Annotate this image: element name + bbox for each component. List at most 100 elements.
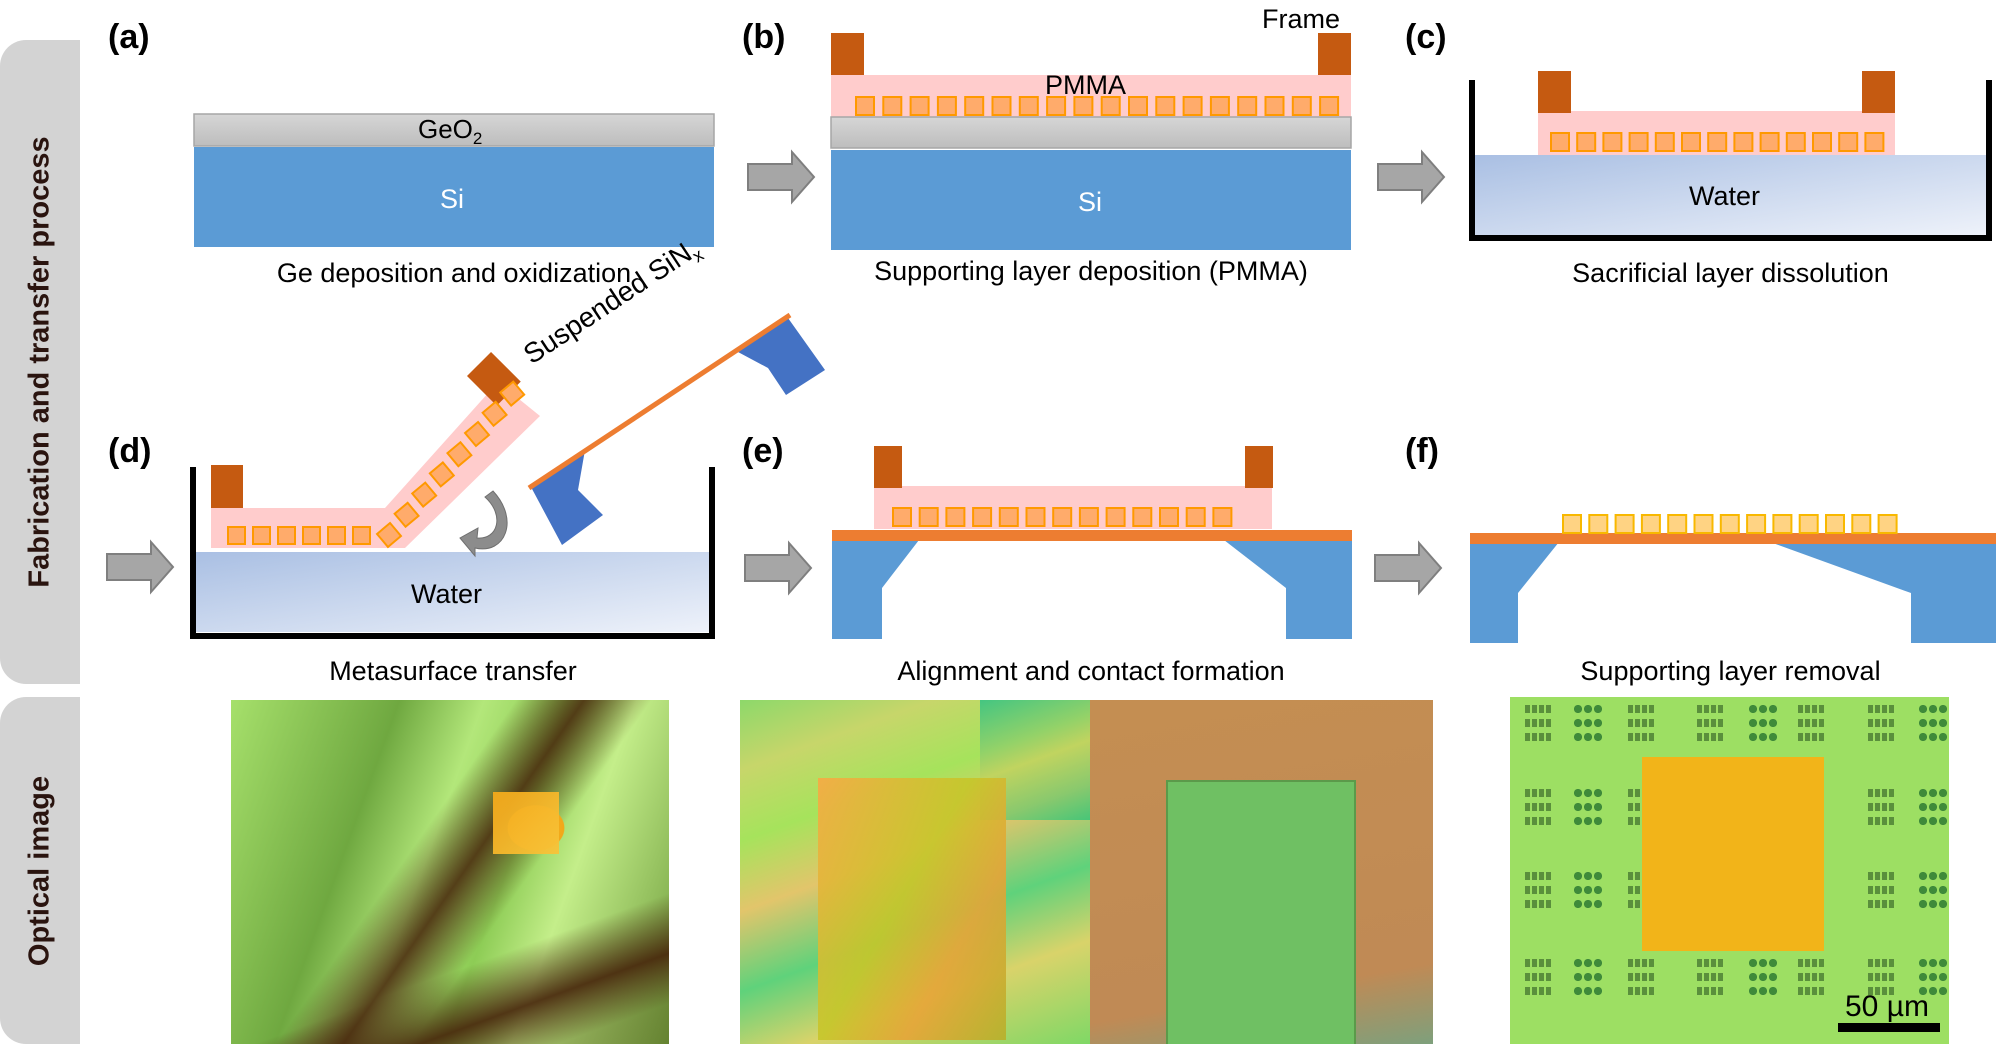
meta-atom (252, 526, 271, 545)
meta-atom (1576, 132, 1597, 152)
meta-atom (1562, 514, 1582, 534)
meta-atom (1046, 96, 1067, 116)
pattern-cell (1697, 705, 1723, 713)
pattern-cell (1573, 900, 1603, 908)
meta-atom (1212, 507, 1233, 527)
caption-e: Alignment and contact formation (897, 656, 1285, 686)
transferred-metasurface (493, 792, 559, 854)
meta-atom (352, 526, 371, 545)
pattern-cell (1573, 733, 1603, 741)
meta-atom (991, 96, 1012, 116)
meta-atom (1812, 132, 1832, 152)
pattern-cell (1697, 959, 1723, 967)
geo2-layer (193, 113, 715, 147)
pattern-cell (1573, 973, 1603, 981)
pattern-cell (1868, 803, 1894, 811)
pattern-cell (1868, 817, 1894, 825)
meta-atom (375, 521, 403, 549)
meta-atom (1877, 514, 1898, 534)
caption-b: Supporting layer deposition (PMMA) (874, 256, 1308, 286)
pattern-cell (1628, 872, 1654, 880)
panel-label-b: (b) (742, 18, 786, 56)
support-upper (738, 318, 825, 395)
pattern-cell (1868, 959, 1894, 967)
pattern-cell (1798, 959, 1824, 967)
caption-a: Ge deposition and oxidization (276, 258, 632, 288)
meta-atom (1614, 514, 1635, 534)
pattern-cell (1697, 733, 1723, 741)
pattern-cell (1525, 872, 1551, 880)
pattern-cell (1748, 973, 1778, 981)
tank (1469, 80, 1992, 241)
side-label-optical: Optical image (0, 697, 80, 1044)
pattern-cell (1918, 973, 1948, 981)
frame-right (1318, 33, 1351, 75)
meta-atom (1155, 96, 1176, 116)
meta-atom (428, 461, 456, 488)
meta-atom (1798, 514, 1819, 534)
meta-atom (1291, 96, 1312, 116)
pattern-cell (1525, 789, 1551, 797)
pattern-cell (1628, 987, 1654, 995)
label-si-b: Si (1078, 187, 1103, 217)
label-geo2-text: GeO (418, 114, 473, 144)
pattern-cell (1798, 973, 1824, 981)
pattern-cell (1573, 872, 1603, 880)
meta-atom (463, 420, 491, 448)
pattern-cell (1868, 872, 1894, 880)
water (1472, 155, 1987, 235)
optical-image-f (1510, 697, 1949, 1044)
pattern-cell (1525, 987, 1551, 995)
pattern-cell (1697, 973, 1723, 981)
frame-right (1862, 71, 1895, 113)
pattern-cell (1573, 803, 1603, 811)
meta-atom (1667, 514, 1688, 534)
gold-metasurface-square (1642, 757, 1824, 951)
meta-atom (481, 400, 508, 428)
sinx-membrane (527, 312, 792, 491)
meta-atom (972, 507, 993, 527)
pattern-cell (1525, 900, 1551, 908)
pattern-cell (1918, 719, 1948, 727)
meta-atom (1185, 507, 1206, 527)
meta-atom (1264, 96, 1285, 116)
pattern-cell (1525, 719, 1551, 727)
pattern-cell (1628, 803, 1654, 811)
panel-a-diagram (193, 113, 715, 247)
pattern-cell (1573, 705, 1603, 713)
panel-label-a: (a) (108, 18, 150, 56)
pattern-cell (1748, 705, 1778, 713)
label-frame: Frame (1262, 4, 1341, 34)
frame-left (1538, 71, 1571, 113)
panel-b-diagram (830, 33, 1352, 250)
side-label-process: Fabrication and transfer process (0, 40, 80, 684)
geo2-layer (830, 116, 1352, 149)
meta-atom (1182, 96, 1203, 116)
support-lower (531, 450, 603, 545)
meta-atom (1237, 96, 1258, 116)
pattern-cell (1798, 987, 1824, 995)
pattern-cell (1525, 803, 1551, 811)
pattern-cell (1798, 705, 1824, 713)
meta-atom (1851, 514, 1872, 534)
pattern-cell (1918, 872, 1948, 880)
pattern-cell (1918, 900, 1948, 908)
frame-left (211, 465, 243, 508)
meta-atom (1073, 96, 1094, 116)
meta-atom (1707, 132, 1728, 152)
pattern-cell (1748, 987, 1778, 995)
label-si-a: Si (440, 184, 465, 214)
meta-atom (892, 507, 912, 527)
meta-atom (227, 526, 246, 545)
meta-atom (1018, 96, 1039, 116)
pattern-cell (1918, 886, 1948, 894)
meta-atom (1719, 514, 1740, 534)
metasurface-row-b (855, 96, 1340, 116)
meta-atom (1654, 132, 1675, 152)
label-pmma: PMMA (1045, 70, 1126, 100)
meta-atom (1105, 507, 1126, 527)
meta-atom (1746, 514, 1767, 534)
flip-arrow-icon (459, 490, 508, 558)
pattern-cell (1918, 987, 1948, 995)
